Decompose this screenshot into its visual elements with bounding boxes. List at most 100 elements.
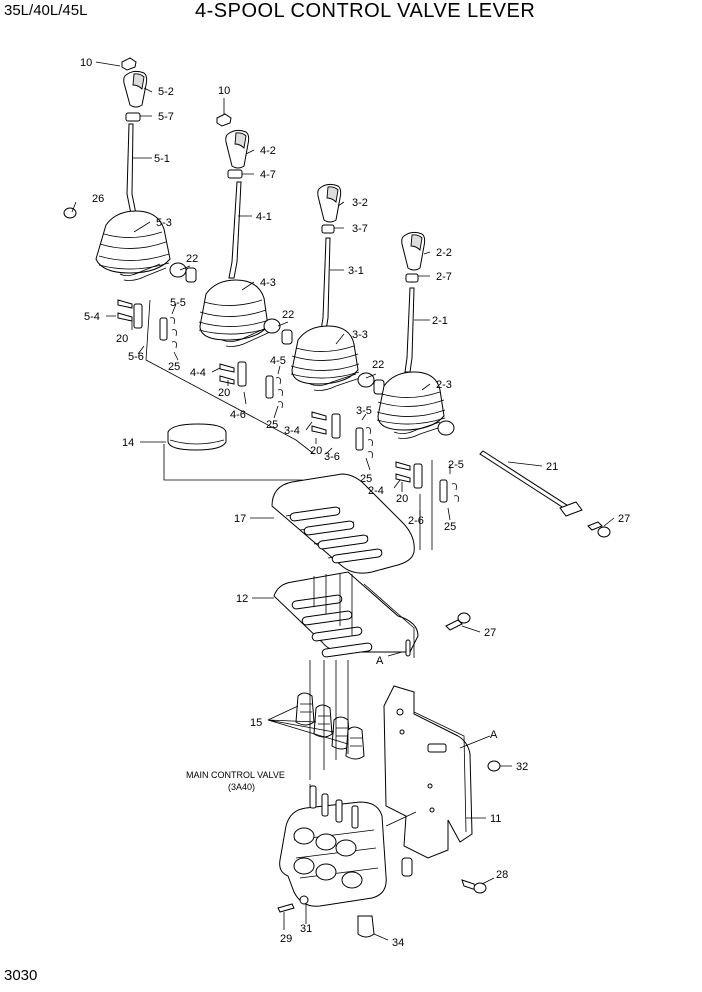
callout-4-7: 4-7 — [260, 169, 276, 181]
lever-assembly-2 — [376, 231, 459, 503]
link-5-6b — [159, 317, 168, 341]
washer-31 — [299, 895, 309, 905]
nut-2-7 — [405, 273, 419, 283]
collar-22-5 — [185, 267, 197, 283]
callout-3-2: 3-2 — [352, 197, 368, 209]
callout-25-a: 25 — [168, 361, 180, 373]
bushing-26 — [63, 207, 77, 219]
callout-3-3: 3-3 — [352, 329, 368, 341]
bracket-plate-12 — [273, 571, 471, 658]
collar-22-4 — [281, 329, 293, 345]
callout-27-b: 27 — [484, 627, 496, 639]
knob-4-10-cap — [216, 113, 232, 127]
rod-21 — [479, 450, 574, 513]
callout-4-4: 4-4 — [190, 367, 206, 379]
bolt-29 — [277, 903, 295, 913]
callout-A-1: A — [376, 655, 384, 667]
lever-rod-2-1 — [404, 287, 415, 373]
callout-5-2: 5-2 — [158, 86, 174, 98]
fitting-22-4 — [263, 318, 281, 334]
callout-3-4: 3-4 — [284, 425, 300, 437]
callout-32: 32 — [516, 761, 528, 773]
rod-21-assembly — [479, 450, 611, 538]
callout-20-d: 20 — [396, 493, 408, 505]
fitting-22-3 — [357, 372, 375, 388]
callout-2-5: 2-5 — [448, 459, 464, 471]
pin-2-4 — [395, 461, 411, 471]
callout-10-b: 10 — [218, 85, 230, 97]
main-control-valve-ref: (3A40) — [228, 782, 255, 792]
pin-5-4 — [117, 299, 133, 309]
callout-25-d: 25 — [444, 521, 456, 533]
clip-5-5 — [169, 317, 177, 349]
callout-17: 17 — [234, 513, 246, 525]
nut-32 — [487, 760, 501, 772]
callout-27-a: 27 — [618, 513, 630, 525]
pin-3-4 — [311, 411, 327, 421]
lever-rod-3-1 — [320, 237, 331, 331]
callout-5-6: 5-6 — [128, 351, 144, 363]
bolt-27-upper — [587, 521, 603, 531]
callout-5-4: 5-4 — [84, 311, 100, 323]
leader-lines — [71, 61, 615, 941]
main-control-valve-label: MAIN CONTROL VALVE — [186, 770, 285, 780]
callout-31: 31 — [300, 923, 312, 935]
callout-3-1: 3-1 — [348, 265, 364, 277]
link-5-harness — [119, 263, 167, 281]
callout-2-3: 2-3 — [436, 379, 452, 391]
callout-11: 11 — [490, 813, 501, 825]
callout-A-2: A — [490, 729, 498, 741]
valve-fitting-34 — [357, 915, 375, 938]
callout-26: 26 — [92, 193, 104, 205]
callout-4-3: 4-3 — [260, 277, 276, 289]
knob-5-10-cap — [121, 57, 137, 71]
callout-3-7: 3-7 — [352, 223, 368, 235]
callout-15: 15 — [250, 717, 262, 729]
fitting-22-2 — [437, 420, 455, 436]
callout-5-5: 5-5 — [170, 297, 186, 309]
nut-3-7 — [321, 224, 335, 234]
boot-5-3 — [95, 210, 171, 274]
lever-rod-4-1 — [228, 181, 242, 279]
bolt-27-lower — [445, 619, 463, 631]
page-number: 3030 — [4, 967, 38, 984]
clip-4-5 — [275, 377, 283, 409]
lever-assembly-3 — [290, 183, 385, 459]
callout-12: 12 — [236, 593, 248, 605]
lever-assembly-4 — [198, 113, 293, 409]
guide-lines — [309, 460, 433, 780]
nut-4-7 — [227, 169, 243, 179]
bracket-21 — [559, 501, 583, 517]
main-control-valve — [277, 785, 387, 938]
callout-14: 14 — [122, 437, 134, 449]
bracket-11 — [383, 685, 501, 894]
callout-28: 28 — [496, 869, 508, 881]
lever-assembly-5 — [63, 57, 315, 455]
callout-22-c: 22 — [372, 359, 384, 371]
callout-2-4: 2-4 — [368, 485, 384, 497]
callout-20-c: 20 — [310, 445, 322, 457]
callout-22-a: 22 — [186, 253, 198, 265]
page-title: 4-SPOOL CONTROL VALVE LEVER — [195, 0, 536, 22]
callout-2-7: 2-7 — [436, 271, 452, 283]
boot-plate-17 — [271, 473, 415, 574]
seals-15 — [295, 692, 365, 760]
clip-3-5 — [365, 427, 373, 459]
callout-4-1: 4-1 — [256, 211, 272, 223]
callout-5-7: 5-7 — [158, 111, 174, 123]
callout-29: 29 — [280, 933, 292, 945]
callout-4-2: 4-2 — [260, 145, 276, 157]
fitting-22-5 — [169, 262, 187, 278]
callout-22-b: 22 — [282, 309, 294, 321]
callout-34: 34 — [392, 937, 404, 949]
callout-2-6: 2-6 — [408, 515, 424, 527]
model-label: 35L/40L/45L — [4, 2, 88, 19]
callout-25-b: 25 — [266, 419, 278, 431]
callout-2-2: 2-2 — [436, 247, 452, 259]
callout-5-1: 5-1 — [154, 153, 170, 165]
nut-5-7 — [125, 112, 141, 122]
callout-2-1: 2-1 — [432, 315, 448, 327]
callout-10-a: 10 — [80, 57, 92, 69]
callout-25-c: 25 — [360, 473, 372, 485]
